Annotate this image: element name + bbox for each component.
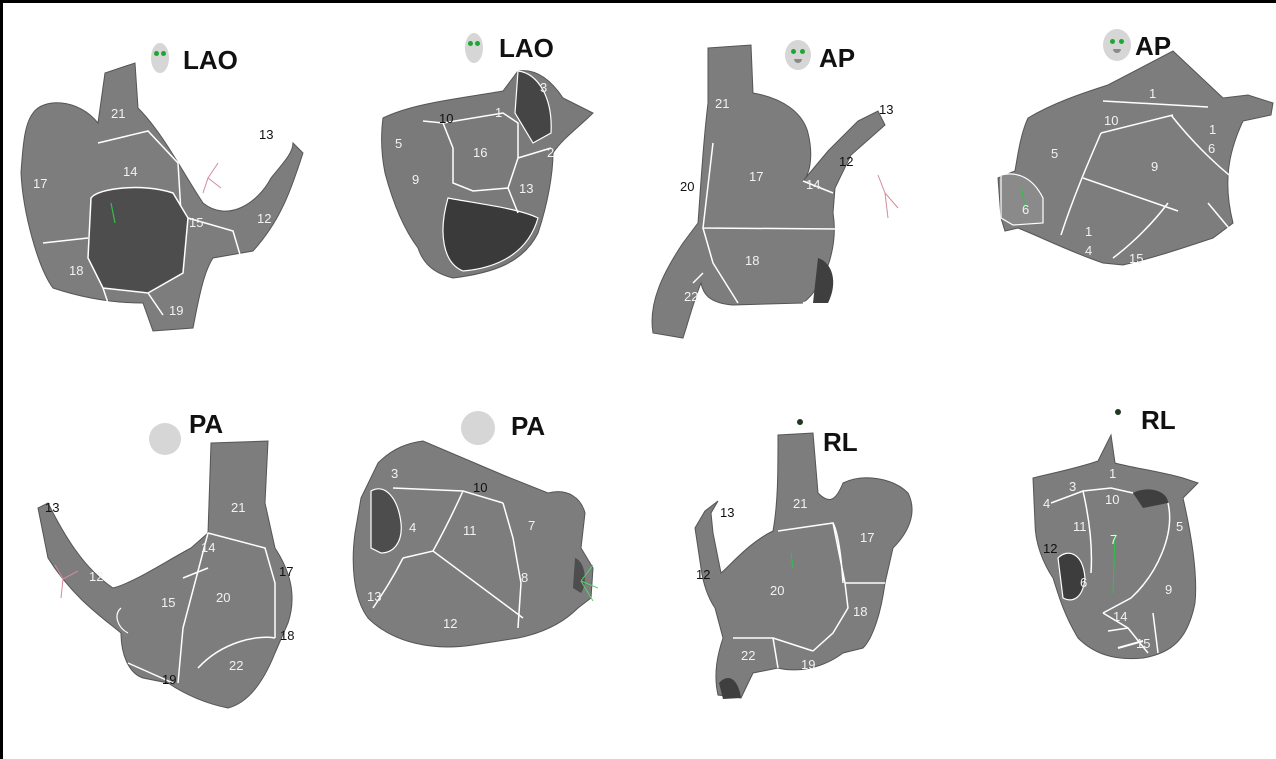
panel-4-ap: AP 1 10 1 5 6 9 6 1 4 15	[943, 3, 1276, 363]
segment-label: 11	[1073, 520, 1087, 533]
left-atrium-surface-lao-2	[323, 3, 623, 363]
segment-label: 13	[367, 590, 381, 603]
panel-7-rl: RL 13 21 17 12 20 18 22 19	[623, 383, 943, 723]
segment-label: 1	[1085, 225, 1092, 238]
segment-label: 12	[696, 568, 710, 581]
segment-label: 21	[715, 97, 729, 110]
segment-label: 4	[1043, 497, 1050, 510]
segment-label: 15	[189, 216, 203, 229]
panel-5-pa: PA 13 21 14 17 12 15 20 18 22 19	[3, 383, 323, 723]
segment-label: 1	[1209, 123, 1216, 136]
segment-label: 18	[69, 264, 83, 277]
segment-label: 18	[280, 629, 294, 642]
segment-label: 10	[1105, 493, 1119, 506]
segment-label: 19	[801, 658, 815, 671]
segment-label: 19	[169, 304, 183, 317]
segment-label: 20	[216, 591, 230, 604]
segment-label: 3	[1069, 480, 1076, 493]
segment-label: 10	[439, 112, 453, 125]
segment-label: 1	[1109, 467, 1116, 480]
left-atrium-surface-ap	[623, 3, 943, 363]
segment-label: 12	[257, 212, 271, 225]
segment-label: 9	[1151, 160, 1158, 173]
segment-label: 12	[443, 617, 457, 630]
segment-label: 22	[229, 659, 243, 672]
segment-label: 12	[839, 155, 853, 168]
segment-label: 15	[1129, 252, 1143, 265]
left-atrium-surface-rl	[623, 383, 943, 723]
segment-label: 13	[720, 506, 734, 519]
panel-6-pa: PA 3 10 4 11 7 13 8 12	[323, 383, 623, 723]
segment-label: 21	[793, 497, 807, 510]
left-atrium-surface-lao	[3, 3, 323, 363]
panel-1-lao: LAO 21 17 14 15 13 12 18 19	[3, 3, 323, 363]
panel-8-rl: RL 1 4 3 10 5 11 7 12 6 9 14 15	[943, 383, 1276, 723]
segment-label: 7	[1110, 533, 1117, 546]
segment-label: 19	[162, 673, 176, 686]
segment-label: 7	[528, 519, 535, 532]
segment-label: 1	[495, 106, 502, 119]
segment-label: 16	[473, 146, 487, 159]
left-atrium-surface-rl-2	[943, 383, 1276, 723]
segment-label: 20	[680, 180, 694, 193]
segment-label: 13	[259, 128, 273, 141]
segment-label: 1	[1149, 87, 1156, 100]
panel-3-ap: AP 21 13 12 20 17 14 18 22	[623, 3, 943, 363]
segment-label: 14	[806, 178, 820, 191]
segment-label: 2	[547, 146, 554, 159]
segment-label: 4	[409, 521, 416, 534]
segment-label: 5	[1176, 520, 1183, 533]
segment-label: 10	[473, 481, 487, 494]
segment-label: 18	[853, 605, 867, 618]
segment-label: 10	[1104, 114, 1118, 127]
segment-label: 21	[111, 107, 125, 120]
segment-label: 13	[45, 501, 59, 514]
segment-label: 17	[749, 170, 763, 183]
segment-label: 14	[1113, 610, 1127, 623]
segment-label: 17	[33, 177, 47, 190]
segment-label: 6	[1022, 203, 1029, 216]
segment-label: 22	[741, 649, 755, 662]
panel-2-lao: LAO 3 10 1 5 16 2 9 13	[323, 3, 623, 363]
segment-label: 8	[521, 571, 528, 584]
segment-label: 5	[1051, 147, 1058, 160]
left-atrium-surface-ap-2	[943, 3, 1276, 363]
segment-label: 18	[745, 254, 759, 267]
segment-label: 14	[123, 165, 137, 178]
segment-label: 13	[519, 182, 533, 195]
segment-label: 9	[1165, 583, 1172, 596]
segment-label: 9	[412, 173, 419, 186]
segment-label: 17	[279, 565, 293, 578]
segment-label: 20	[770, 584, 784, 597]
segment-label: 6	[1208, 142, 1215, 155]
segment-label: 13	[879, 103, 893, 116]
segment-label: 12	[1043, 542, 1057, 555]
segment-label: 21	[231, 501, 245, 514]
segment-label: 12	[89, 570, 103, 583]
segment-label: 3	[391, 467, 398, 480]
segment-label: 11	[463, 524, 477, 537]
segment-label: 15	[1136, 637, 1150, 650]
segment-label: 15	[161, 596, 175, 609]
segment-label: 3	[540, 81, 547, 94]
segment-label: 22	[684, 290, 698, 303]
segment-label: 6	[1080, 576, 1087, 589]
segment-label: 4	[1085, 244, 1092, 257]
segment-label: 5	[395, 137, 402, 150]
left-atrium-surface-pa-2	[323, 383, 623, 723]
segment-label: 17	[860, 531, 874, 544]
segment-label: 14	[201, 541, 215, 554]
